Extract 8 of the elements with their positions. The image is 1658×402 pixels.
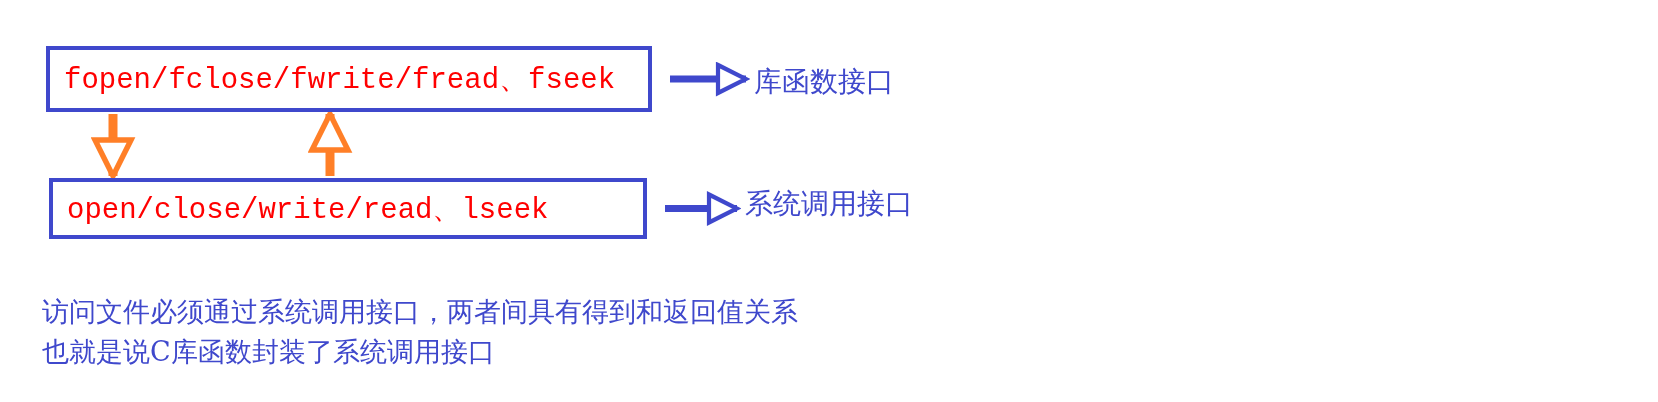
interface-label: 库函数接口 [754,64,894,100]
interface-label: 系统调用接口 [745,186,913,222]
function-box: fopen/fclose/fwrite/fread、fseek [46,46,652,112]
note-text: 也就是说C库函数封装了系统调用接口 [42,335,495,369]
note-text: 访问文件必须通过系统调用接口，两者间具有得到和返回值关系 [42,295,798,329]
block-arrow [309,111,351,176]
block-arrow [92,114,134,179]
function-box: open/close/write/read、lseek [49,178,647,239]
